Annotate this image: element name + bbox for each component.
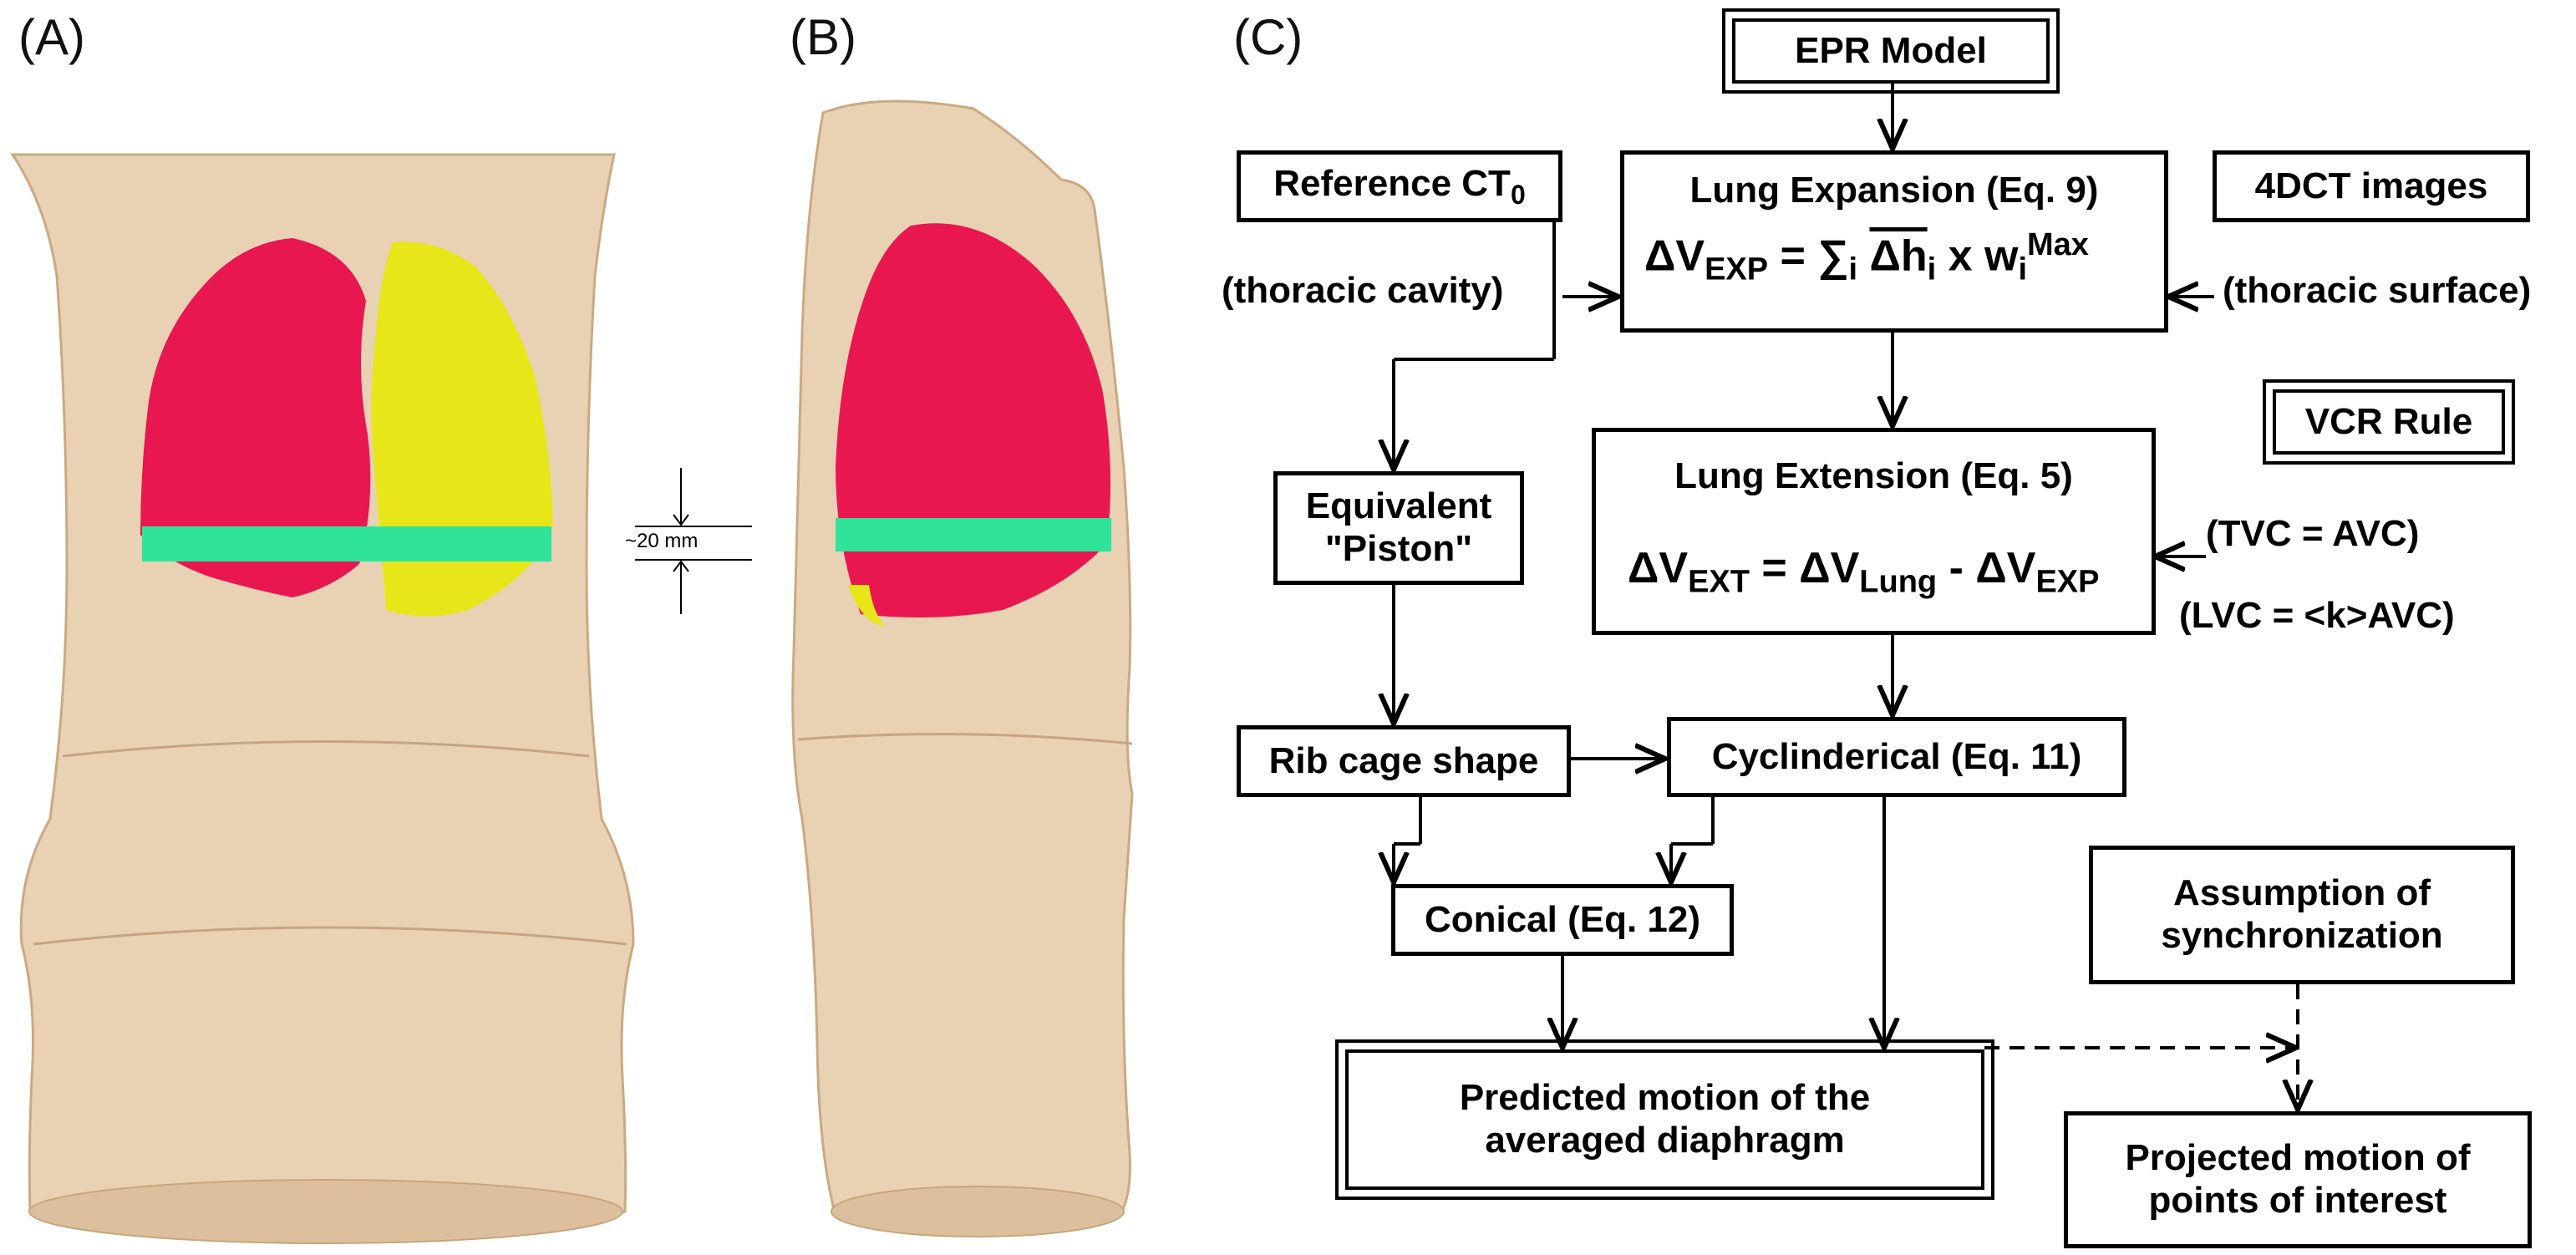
vcr-rule-label: VCR Rule [2304, 400, 2473, 442]
lung-extension-box: Lung Extension (Eq. 5) [1592, 428, 2156, 635]
right-lung-a [140, 238, 371, 597]
thoracic-surface-label: (thoracic surface) [2223, 270, 2532, 311]
torso-b-bottom [831, 1186, 1125, 1237]
piston-label: Equivalent "Piston" [1305, 485, 1492, 569]
diaphragm-band-a [142, 526, 551, 561]
eq5: ΔVEXT = ΔVLung - ΔVEXP [1628, 544, 2100, 600]
lung-extension-title: Lung Extension (Eq. 5) [1674, 455, 2073, 496]
lung-b-yellow-edge [848, 585, 886, 627]
four-dct-label: 4DCT images [2254, 165, 2488, 206]
vcr-rule-box: VCR Rule [2263, 379, 2515, 465]
panel-label-b: (B) [790, 9, 856, 65]
torso-a-bottom [28, 1179, 623, 1244]
reference-ct-label: Reference CT0 [1273, 162, 1526, 210]
projected-box: Projected motion of points of interest [2064, 1111, 2532, 1248]
conical-box: Conical (Eq. 12) [1391, 884, 1734, 956]
torso-a-ridge [33, 926, 627, 946]
reference-ct-box: Reference CT0 [1237, 150, 1562, 222]
conical-label: Conical (Eq. 12) [1424, 898, 1701, 940]
scale-bar-label: ~20 mm [625, 530, 699, 552]
eq9: ΔVEXP = ∑i Δhi x wiMax [1644, 227, 2089, 287]
four-dct-box: 4DCT images [2213, 150, 2530, 222]
assumption-box: Assumption of synchronization [2089, 846, 2515, 984]
lvc-label: (LVC = <k>AVC) [2179, 595, 2455, 636]
left-lung-a [371, 241, 553, 617]
panel-label-a: (A) [18, 9, 85, 65]
scale-bar [635, 468, 752, 614]
predicted-box: Predicted motion of the averaged diaphra… [1335, 1039, 1994, 1200]
rib-cage-label: Rib cage shape [1268, 739, 1539, 781]
assumption-label: Assumption of synchronization [2161, 872, 2443, 956]
thoracic-cavity-label: (thoracic cavity) [1222, 270, 1504, 311]
lung-expansion-box: Lung Expansion (Eq. 9) [1620, 150, 2168, 333]
piston-box: Equivalent "Piston" [1273, 471, 1524, 585]
lung-expansion-title: Lung Expansion (Eq. 9) [1689, 170, 2099, 211]
projected-label: Projected motion of points of interest [2125, 1137, 2471, 1221]
epr-model-box: EPR Model [1722, 8, 2060, 94]
cylindrical-box: Cyclinderical (Eq. 11) [1667, 717, 2126, 797]
torso-a-waist-line [62, 740, 590, 758]
cylindrical-label: Cyclinderical (Eq. 11) [1711, 735, 2082, 777]
panel-label-c: (C) [1233, 9, 1303, 65]
epr-model-label: EPR Model [1795, 29, 1987, 71]
torso-b-waist-line [797, 733, 1133, 745]
diaphragm-band-b [836, 518, 1111, 551]
predicted-label: Predicted motion of the averaged diaphra… [1459, 1077, 1871, 1161]
rib-cage-box: Rib cage shape [1237, 725, 1571, 797]
tvc-label: (TVC = AVC) [2206, 513, 2420, 554]
